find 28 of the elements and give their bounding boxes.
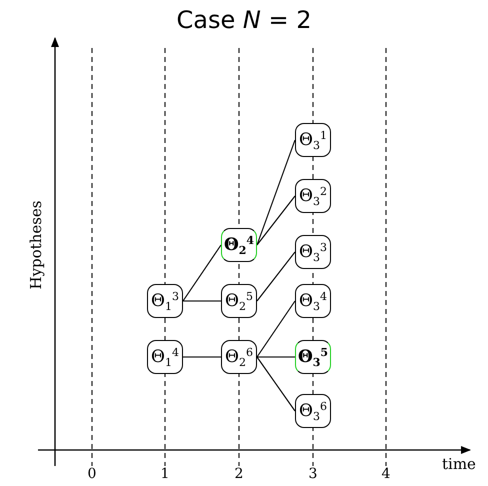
connector-line [182,244,222,302]
hypothesis-node [147,340,183,374]
tick-label: 3 [308,466,318,482]
hypothesis-node [295,123,331,157]
hypothesis-node [147,284,183,318]
connector-line [183,300,221,302]
tick-label: 1 [160,466,170,482]
connector-line [183,356,221,358]
title: Case N = 2 [176,6,312,34]
connector-line [256,252,296,302]
tick-label: 0 [86,466,98,482]
axis-title: time [442,455,476,473]
hypothesis-node [221,228,257,262]
axis-title: Hypotheses [27,200,45,290]
hypothesis-node [295,235,331,269]
hypothesis-node [295,394,331,428]
hypothesis-node [295,340,331,374]
connector-line [256,140,296,246]
hypothesis-node [221,284,257,318]
hypothesis-node [221,340,257,374]
connector-line [256,196,296,246]
connector-line [257,356,295,358]
hypothesis-node [295,179,331,213]
hypothesis-node [295,284,331,318]
tick-label: 2 [234,466,244,482]
connector-line [256,300,296,358]
connector-line [256,356,296,412]
tick-label: 4 [380,466,392,482]
